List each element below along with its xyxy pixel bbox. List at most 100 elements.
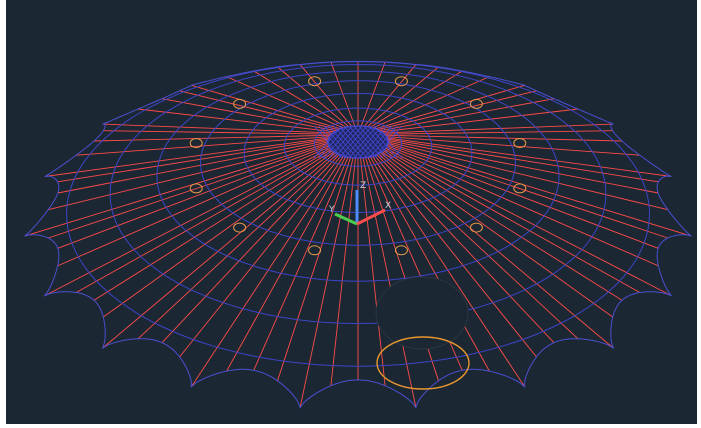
radial-rib xyxy=(375,153,555,344)
radial-rib xyxy=(226,155,347,372)
concentric-rings xyxy=(66,61,651,367)
ucs-x-axis xyxy=(356,208,386,226)
center-mesh-line xyxy=(328,125,358,159)
radial-rib xyxy=(384,147,672,296)
center-mesh-line xyxy=(323,125,353,159)
radial-rib xyxy=(369,76,490,130)
rim-hole xyxy=(513,138,527,149)
center-mesh-line xyxy=(373,125,403,159)
radial-rib xyxy=(179,154,343,358)
radial-rib xyxy=(277,156,352,381)
radial-rib xyxy=(191,84,344,131)
radial-rib xyxy=(75,148,333,293)
radial-rib xyxy=(24,142,330,237)
large-opening xyxy=(375,276,470,390)
radial-rib xyxy=(385,144,659,249)
center-mesh-line xyxy=(343,125,373,159)
radial-rib xyxy=(382,134,623,142)
center-mesh-line xyxy=(313,125,343,159)
ucs-y-label: Y xyxy=(328,205,335,215)
radial-rib xyxy=(385,146,659,267)
ucs-y-axis xyxy=(334,212,358,226)
radial-rib xyxy=(373,154,537,358)
concentric-ring xyxy=(283,107,433,186)
radial-rib xyxy=(371,155,526,388)
radial-rib xyxy=(330,61,356,129)
radial-rib xyxy=(161,153,341,344)
rim-hole xyxy=(469,98,483,109)
center-mesh-line xyxy=(333,125,363,159)
radial-rib xyxy=(386,143,668,239)
radial-rib xyxy=(93,149,334,301)
radial-rib xyxy=(360,61,386,129)
radial-rib xyxy=(57,138,331,183)
radial-rib xyxy=(93,134,334,142)
radial-rib xyxy=(179,90,342,131)
radial-rib xyxy=(376,98,555,132)
radial-rib xyxy=(381,150,613,318)
radial-rib xyxy=(379,123,614,134)
radial-ribs xyxy=(24,61,692,408)
ucs-z-label: Z xyxy=(360,181,366,191)
rim-hole xyxy=(189,183,203,194)
radial-rib xyxy=(253,156,349,371)
radial-rib xyxy=(226,76,347,130)
radial-rib xyxy=(362,157,417,408)
concentric-ring xyxy=(313,120,403,167)
scalloped-rim-outline xyxy=(24,60,692,409)
radial-rib xyxy=(360,157,386,386)
rim-hole xyxy=(233,98,247,109)
radial-rib xyxy=(190,155,345,388)
center-mesh-line xyxy=(353,125,383,159)
radial-rib xyxy=(44,147,332,296)
ucs-x-label: X xyxy=(385,201,391,211)
center-mesh-line xyxy=(363,125,393,159)
center-mesh-line xyxy=(358,125,388,159)
radial-rib xyxy=(102,123,337,134)
center-mesh-line xyxy=(318,125,348,159)
radial-rib xyxy=(57,146,331,267)
rim-hole xyxy=(394,245,408,256)
rim-holes xyxy=(189,76,527,256)
radial-rib xyxy=(377,152,579,340)
radial-rib xyxy=(48,140,330,211)
radial-rib xyxy=(137,152,339,340)
radial-rib xyxy=(369,155,490,372)
radial-rib xyxy=(103,150,335,318)
rim-hole xyxy=(308,76,322,87)
radial-rib xyxy=(161,98,340,132)
radial-rib xyxy=(372,84,525,131)
rim-hole xyxy=(513,183,527,194)
concentric-ring xyxy=(109,63,607,325)
rim-hole xyxy=(189,138,203,149)
concentric-ring xyxy=(200,80,517,246)
radial-rib xyxy=(299,157,354,408)
radial-rib xyxy=(386,140,668,211)
radial-rib xyxy=(48,143,330,239)
radial-rib xyxy=(385,138,659,183)
center-mesh-line xyxy=(368,125,398,159)
radial-rib xyxy=(367,70,463,130)
rim-hole xyxy=(469,222,483,233)
radial-rib xyxy=(374,90,537,131)
radial-rib xyxy=(330,157,356,386)
radial-rib xyxy=(384,137,672,177)
radial-rib xyxy=(138,108,338,133)
large-opening-hole xyxy=(375,276,469,350)
concentric-ring xyxy=(66,61,651,367)
large-opening-outline xyxy=(376,336,470,390)
rim-hole xyxy=(233,222,247,233)
radial-rib xyxy=(378,108,578,133)
concentric-ring xyxy=(156,70,560,282)
ucs-icon: Z Y X xyxy=(328,181,391,226)
radial-rib xyxy=(253,70,349,130)
center-mesh-line xyxy=(348,125,378,159)
concentric-ring xyxy=(243,93,473,214)
rim-hole xyxy=(308,245,322,256)
center-mesh-line xyxy=(338,125,368,159)
radial-rib xyxy=(386,142,692,237)
radial-rib xyxy=(57,144,331,249)
wireframe-canopy-model[interactable]: Z Y X xyxy=(6,0,697,424)
radial-rib xyxy=(382,149,623,301)
